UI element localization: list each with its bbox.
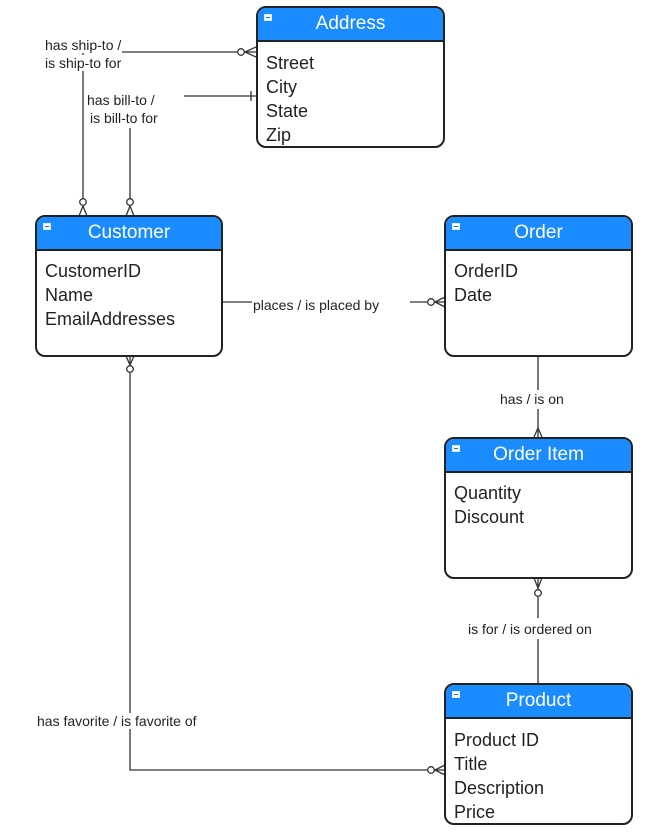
ship-to-line [82, 51, 256, 205]
crowfoot-marker [125, 355, 135, 366]
collapse-icon[interactable] [43, 223, 51, 230]
attribute: State [266, 101, 309, 121]
order-item-entity[interactable]: Order Item Quantity Discount [444, 437, 633, 579]
collapse-icon[interactable] [452, 691, 460, 698]
attribute-list: Quantity Discount [446, 473, 631, 529]
collapse-icon[interactable] [452, 445, 460, 452]
entity-title: Address [315, 13, 386, 34]
has-is-on-label: has / is on [499, 391, 565, 407]
entity-title: Customer [87, 222, 171, 243]
zero-marker [237, 48, 245, 56]
ship-to-label-line2: is ship-to for [44, 55, 123, 71]
attribute: Date [454, 285, 493, 305]
zero-marker [79, 198, 87, 206]
entity-title: Product [505, 690, 572, 711]
attribute: Quantity [454, 483, 522, 503]
places-label: places / is placed by [252, 297, 381, 313]
collapse-icon[interactable] [264, 14, 272, 21]
customer-header: Customer [37, 217, 221, 251]
crowfoot-marker [434, 764, 446, 776]
attribute: Zip [266, 125, 292, 145]
attribute-list: Product ID Title Description Price [446, 719, 631, 823]
attribute: Title [454, 754, 488, 774]
order-entity[interactable]: Order OrderID Date [444, 215, 633, 357]
zero-marker [427, 298, 435, 306]
attribute-list: OrderID Date [446, 251, 631, 307]
entity-title: Order Item [493, 444, 584, 465]
product-entity[interactable]: Product Product ID Title Description Pri… [444, 683, 633, 825]
attribute: Description [454, 778, 545, 798]
entity-title: Order [514, 222, 563, 243]
crowfoot-marker [533, 577, 543, 589]
crowfoot-marker [533, 427, 543, 438]
crowfoot-marker [244, 46, 257, 58]
customer-entity[interactable]: Customer CustomerID Name EmailAddresses [35, 215, 223, 357]
attribute-list: Street City State Zip [258, 42, 443, 146]
attribute: Discount [454, 507, 525, 527]
attribute: City [266, 77, 297, 97]
address-entity[interactable]: Address Street City State Zip [256, 6, 445, 148]
attribute: EmailAddresses [45, 309, 176, 329]
zero-marker [126, 365, 134, 373]
attribute: CustomerID [45, 261, 142, 281]
crowfoot-marker [78, 205, 88, 217]
zero-marker [126, 198, 134, 206]
attribute: Name [45, 285, 94, 305]
favorite-line [129, 356, 445, 771]
attribute: OrderID [454, 261, 519, 281]
ship-to-label-line1: has ship-to / [44, 37, 123, 53]
order-item-header: Order Item [446, 439, 631, 473]
collapse-icon[interactable] [452, 223, 460, 230]
is-for-label: is for / is ordered on [467, 621, 593, 637]
zero-marker [534, 589, 542, 597]
attribute: Street [266, 53, 315, 73]
bill-to-label-line1: has bill-to / [86, 92, 156, 108]
product-header: Product [446, 685, 631, 719]
crowfoot-marker [434, 296, 446, 308]
crowfoot-marker [125, 205, 135, 217]
favorite-label: has favorite / is favorite of [36, 713, 198, 729]
attribute-list: CustomerID Name EmailAddresses [37, 251, 221, 331]
attribute: Price [454, 802, 496, 822]
order-header: Order [446, 217, 631, 251]
bill-to-label-line2: is bill-to for [89, 110, 159, 126]
zero-marker [427, 766, 435, 774]
attribute: Product ID [454, 730, 540, 750]
address-header: Address [258, 8, 443, 42]
